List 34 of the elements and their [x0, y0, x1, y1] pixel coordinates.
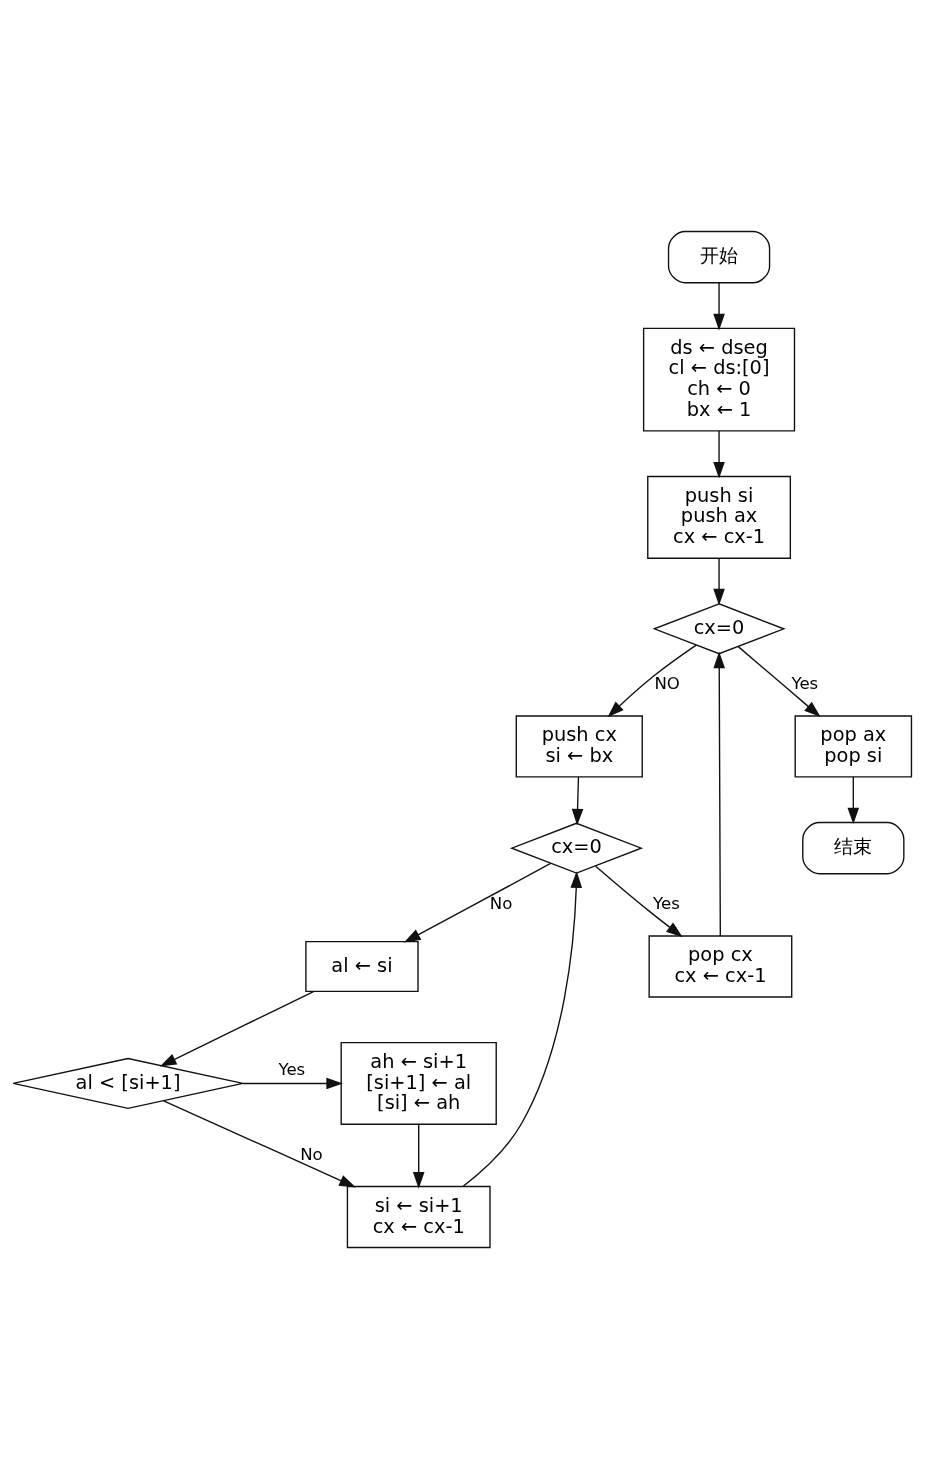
edge-label: NO: [654, 673, 680, 693]
edge-label: Yes: [278, 1059, 306, 1079]
node-diamond: cx=0: [509, 822, 644, 874]
edge-label: No: [489, 893, 513, 913]
node-box: ah ← si+1 [si+1] ← al [si] ← ah: [340, 1041, 497, 1125]
arrow: [462, 870, 583, 1187]
node-box: 开始: [667, 230, 771, 283]
node-box: 结束: [802, 821, 905, 874]
edge-label: No: [300, 1144, 323, 1164]
node-diamond: cx=0: [652, 602, 786, 654]
arrow: [713, 281, 725, 330]
arrow: [737, 645, 821, 717]
arrow: [713, 429, 725, 478]
arrow: [594, 865, 683, 937]
node-diamond: al < [si+1]: [12, 1057, 244, 1109]
arrow: [403, 862, 552, 942]
arrow: [159, 990, 315, 1067]
node-box: pop cx cx ← cx-1: [648, 934, 793, 998]
arrow: [713, 557, 725, 605]
arrow: [607, 643, 697, 717]
arrow: [242, 1077, 343, 1089]
arrow: [847, 775, 860, 824]
node-box: si ← si+1 cx ← cx-1: [346, 1185, 491, 1248]
node-box: al ← si: [305, 940, 419, 992]
arrow: [571, 775, 584, 826]
edge-label: Yes: [791, 673, 819, 693]
arrow: [412, 1123, 425, 1189]
node-box: push cx si ← bx: [515, 714, 643, 778]
node-box: pop ax pop si: [794, 714, 913, 778]
node-box: ds ← dseg cl ← ds:[0] ch ← 0 bx ← 1: [642, 327, 796, 432]
arrow: [713, 651, 726, 937]
node-box: push si push ax cx ← cx-1: [647, 475, 792, 559]
edge-label: Yes: [653, 893, 680, 913]
arrow: [163, 1099, 356, 1187]
